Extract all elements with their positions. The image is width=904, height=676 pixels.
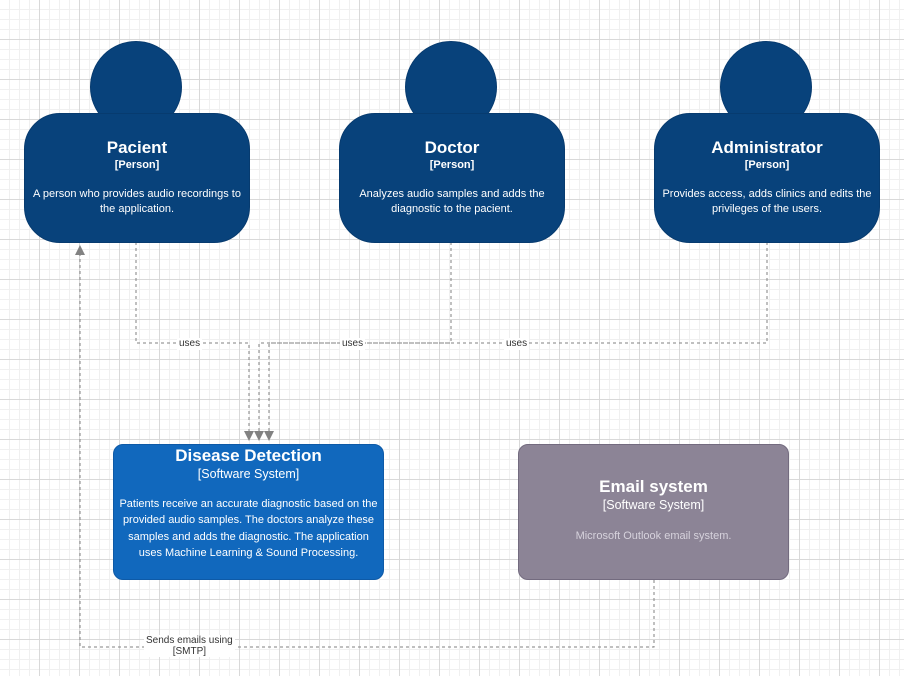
person-doctor[interactable]: Doctor [Person] Analyzes audio samples a… [339,41,565,281]
edge-label-doctor-uses: uses [340,338,366,350]
edge-label-pacient-uses: uses [177,338,203,350]
person-name: Pacient [106,138,168,157]
system-email[interactable]: Email system [Software System] Microsoft… [518,444,789,580]
system-name: Disease Detection [175,446,322,465]
person-type: [Person] [114,159,160,171]
person-type: [Person] [429,159,475,171]
person-description: Provides access, adds clinics and edits … [662,188,872,215]
system-type: [Software System] [602,498,705,512]
system-disease-detection[interactable]: Disease Detection [Software System] Pati… [113,444,384,580]
person-type: [Person] [744,159,790,171]
edge-label-line: Sends emails using [146,635,233,646]
person-body: Administrator [Person] Provides access, … [654,113,880,243]
system-description: Patients receive an accurate diagnostic … [119,498,378,559]
system-description: Microsoft Outlook email system. [575,530,732,542]
edge-label-sends-emails: Sends emails using [SMTP] [144,635,235,657]
person-body: Pacient [Person] A person who provides a… [24,113,250,243]
edge-doctor-uses-disease-detection[interactable] [254,242,452,441]
person-name: Administrator [711,138,823,157]
system-type: [Software System] [197,467,300,481]
edge-label-administrator-uses: uses [504,338,530,350]
system-name: Email system [599,477,708,496]
edge-label-line: [SMTP] [172,646,207,657]
person-description: Analyzes audio samples and adds the diag… [359,188,545,215]
person-description: A person who provides audio recordings t… [33,188,241,215]
person-pacient[interactable]: Pacient [Person] A person who provides a… [24,41,250,281]
person-administrator[interactable]: Administrator [Person] Provides access, … [654,41,880,281]
edge-email-sends-to-pacient[interactable] [75,245,655,648]
person-name: Doctor [424,138,480,157]
person-body: Doctor [Person] Analyzes audio samples a… [339,113,565,243]
